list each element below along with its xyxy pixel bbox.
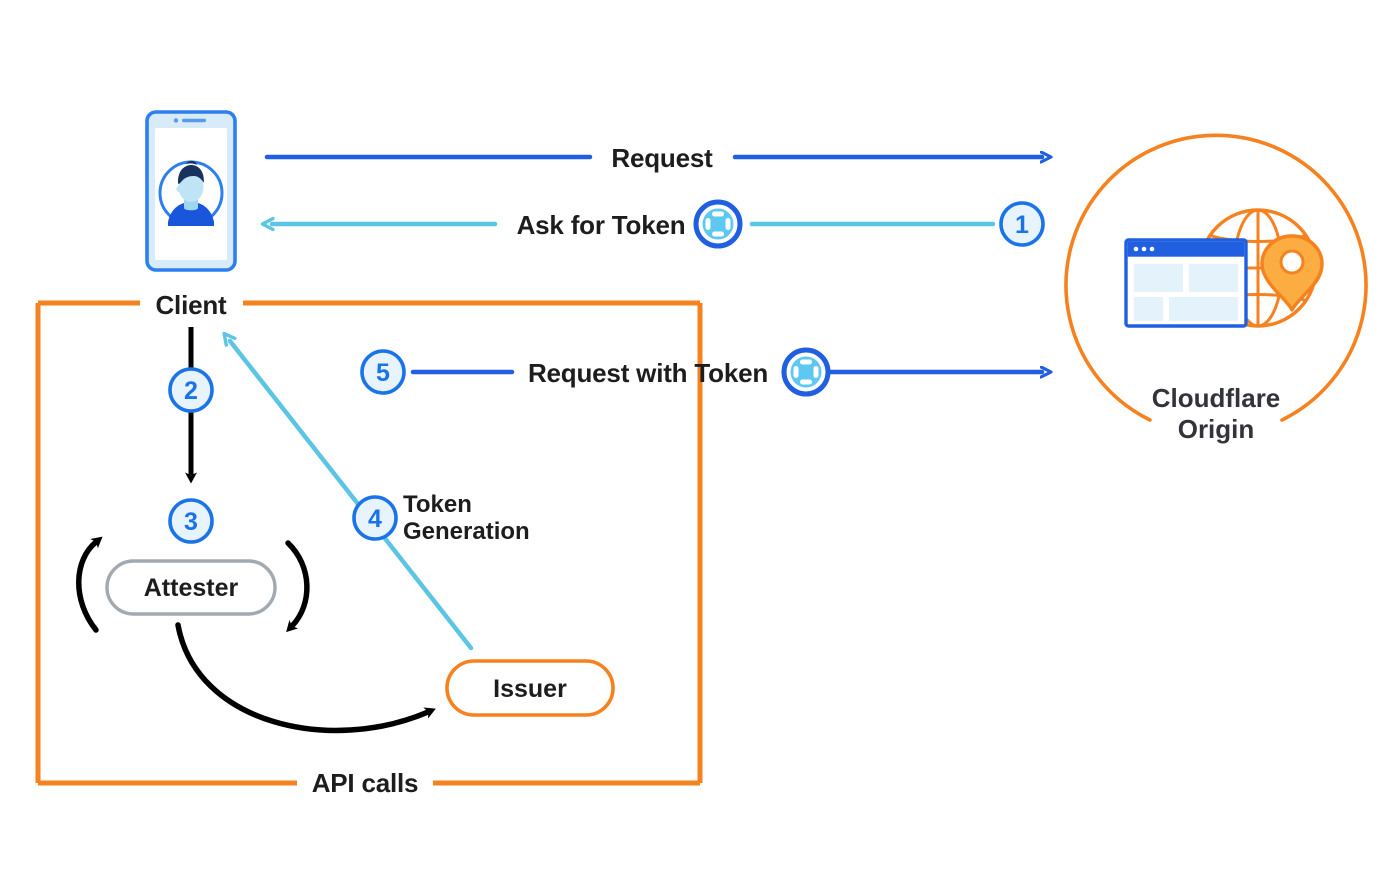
- flow-token-generation: [230, 341, 474, 651]
- client-label: Client: [155, 290, 227, 320]
- token-icon-ask: [693, 199, 743, 249]
- api-calls-label: API calls: [312, 768, 419, 798]
- client-phone-icon: [145, 110, 237, 272]
- step-badge-3: 3: [168, 498, 214, 544]
- token-generation-label-line2: Generation: [403, 518, 530, 545]
- step-badge-4-number: 4: [368, 505, 382, 533]
- attester-right-curve-arrow: [285, 540, 310, 633]
- step-badge-2-number: 2: [184, 377, 198, 405]
- origin-circle: [1064, 133, 1368, 422]
- cloudflare-origin-icon: [1064, 133, 1368, 422]
- attester-to-issuer-arrow: [175, 622, 436, 734]
- token-icon-request: [781, 347, 831, 397]
- step-badge-5-number: 5: [376, 359, 390, 387]
- step-badge-3-number: 3: [184, 508, 198, 536]
- map-pin-icon: [1260, 234, 1324, 312]
- browser-window-icon: [1124, 238, 1248, 328]
- token-generation-label-line1: Token: [403, 491, 472, 518]
- flow-attestation-loop: [76, 536, 436, 734]
- user-avatar-icon: [158, 160, 224, 226]
- origin-label-line1: Cloudflare: [1152, 383, 1281, 413]
- request-with-token-label: Request with Token: [528, 358, 768, 388]
- step-badge-5: 5: [360, 349, 406, 395]
- attester-node[interactable]: Attester: [105, 559, 277, 616]
- api-calls-boundary: [35, 300, 703, 786]
- step-badge-4: 4: [352, 495, 398, 541]
- attester-left-curve-arrow: [76, 536, 103, 633]
- step-badge-2: 2: [168, 367, 214, 413]
- origin-label-line2: Origin: [1178, 414, 1255, 444]
- token-generation-arrow: [230, 341, 474, 651]
- attester-pill[interactable]: [105, 559, 277, 616]
- step-badge-1-number: 1: [1015, 211, 1029, 239]
- issuer-label: Issuer: [493, 675, 567, 703]
- issuer-node[interactable]: Issuer: [445, 659, 615, 717]
- step-badge-1: 1: [999, 201, 1045, 247]
- ask-for-token-label: Ask for Token: [517, 210, 686, 240]
- request-label: Request: [611, 143, 713, 173]
- attester-label: Attester: [144, 574, 239, 602]
- issuer-pill[interactable]: [445, 659, 615, 717]
